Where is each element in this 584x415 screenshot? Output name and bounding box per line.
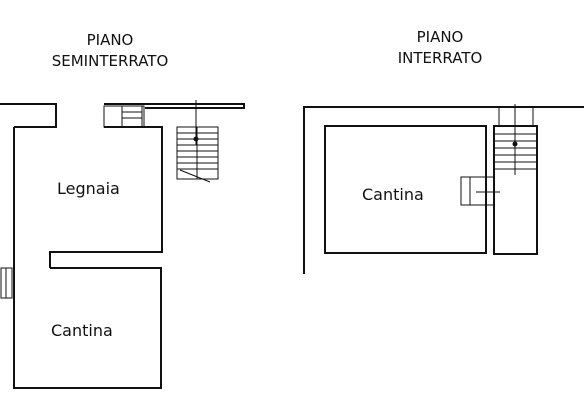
interrato-plan <box>303 104 584 274</box>
semi-title-line1: PIANO <box>86 31 134 49</box>
interrato-outer-wall <box>303 106 584 274</box>
interrato-stair-dot <box>512 141 518 147</box>
semi-stair-dot <box>193 136 199 142</box>
room-label-cantina-semi: Cantina <box>51 321 113 340</box>
interrato-title-line2: INTERRATO <box>397 49 483 67</box>
interrato-door-block <box>460 176 495 206</box>
semi-window-block <box>103 105 145 128</box>
interrato-door-lines <box>469 177 500 205</box>
semi-top-wall-right <box>104 103 245 109</box>
semi-window-lines <box>121 106 143 127</box>
semi-title-line2: SEMINTERRATO <box>51 52 169 70</box>
interrato-floor-title: PIANO INTERRATO <box>360 27 520 69</box>
room-label-cantina-interrato: Cantina <box>362 185 424 204</box>
interrato-stair-treads <box>494 104 537 175</box>
semi-top-wall-left <box>0 103 57 128</box>
semi-floor-title: PIANO SEMINTERRATO <box>30 30 190 72</box>
semi-plan <box>0 100 245 389</box>
interrato-cantina-room <box>324 125 487 254</box>
legnaia-room-walls <box>13 126 163 268</box>
interrato-title-line1: PIANO <box>416 28 464 46</box>
room-label-legnaia: Legnaia <box>57 179 120 198</box>
cantina-room-walls <box>13 250 162 389</box>
